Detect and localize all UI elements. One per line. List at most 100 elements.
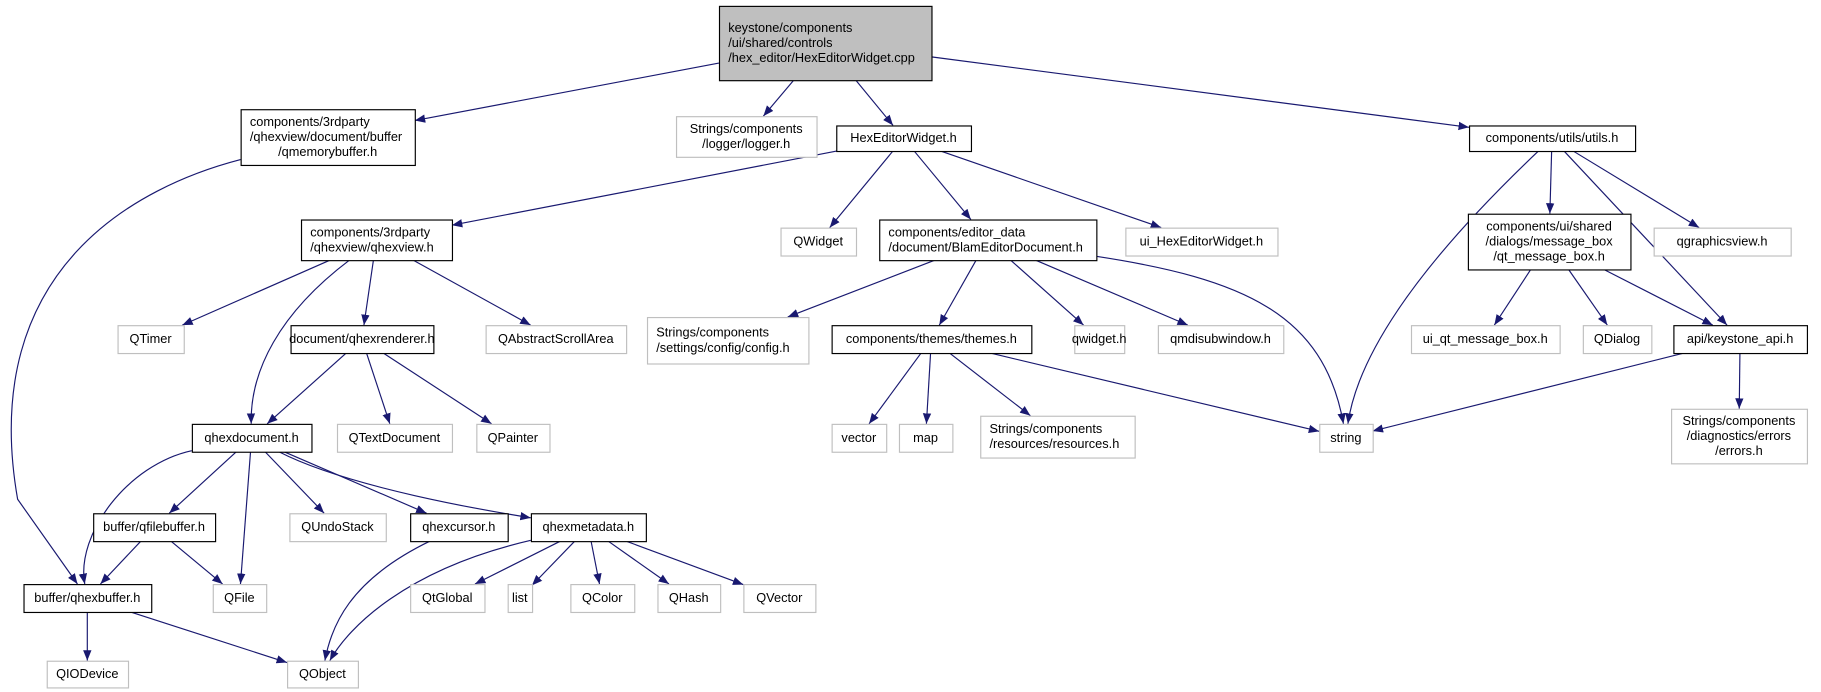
node-hexeditorwidget_h[interactable]: HexEditorWidget.h (836, 125, 973, 153)
node-label: /hex_editor/HexEditorWidget.cpp (728, 50, 915, 65)
node-label: components/utils/utils.h (1486, 130, 1619, 145)
node-ui_hew[interactable]: ui_HexEditorWidget.h (1125, 227, 1279, 257)
node-errors[interactable]: Strings/components/diagnostics/errors/er… (1671, 408, 1809, 465)
node-QHash[interactable]: QHash (657, 584, 722, 614)
node-config[interactable]: Strings/components/settings/config/confi… (646, 316, 810, 365)
node-map[interactable]: map (898, 423, 954, 453)
node-label: ui_HexEditorWidget.h (1140, 234, 1263, 249)
node-QObject[interactable]: QObject (287, 660, 359, 689)
node-QTextDocument[interactable]: QTextDocument (336, 423, 454, 453)
node-QWidget[interactable]: QWidget (780, 227, 858, 257)
node-box (675, 116, 818, 158)
node-QFile[interactable]: QFile (212, 584, 268, 614)
node-QAbstractScrollArea[interactable]: QAbstractScrollArea (485, 325, 628, 355)
node-box (646, 316, 810, 365)
node-list[interactable]: list (507, 584, 534, 614)
edge-utils-to-string (1345, 150, 1539, 424)
node-label: qmdisubwindow.h (1170, 331, 1271, 346)
node-qt_message_box[interactable]: components/ui/shared/dialogs/message_box… (1467, 213, 1632, 271)
node-label: qgraphicsview.h (1677, 234, 1768, 249)
node-qhexdocument[interactable]: qhexdocument.h (191, 423, 313, 453)
node-label: string (1330, 430, 1361, 445)
node-QtGlobal[interactable]: QtGlobal (410, 584, 486, 614)
node-label: Strings/components (989, 421, 1102, 436)
edge-themes-to-map (922, 352, 932, 424)
node-box (1157, 325, 1285, 355)
node-QDialog[interactable]: QDialog (1582, 325, 1653, 355)
node-label: ui_qt_message_box.h (1423, 331, 1548, 346)
node-label: list (512, 590, 528, 605)
edge-qhexcursor-to-QObject (322, 540, 431, 661)
node-label: /diagnostics/errors (1687, 428, 1791, 443)
node-label: vector (841, 430, 877, 445)
node-label: Strings/components (690, 121, 803, 136)
edge-qhexview-to-qhexrenderer (361, 259, 375, 326)
node-QIODevice[interactable]: QIODevice (46, 660, 130, 689)
node-resources[interactable]: Strings/components/resources/resources.h (980, 415, 1136, 459)
node-box (117, 325, 185, 355)
node-label: QWidget (793, 234, 843, 249)
node-QColor[interactable]: QColor (570, 584, 636, 614)
edge-keystone_api-to-errors (1735, 352, 1744, 409)
node-box (300, 219, 454, 262)
edge-qhexview-to-qhexdocument (246, 259, 350, 424)
node-label: QDialog (1594, 331, 1640, 346)
node-QUndoStack[interactable]: QUndoStack (289, 513, 387, 543)
node-QPainter[interactable]: QPainter (476, 423, 551, 453)
node-label: /errors.h (1715, 443, 1763, 458)
edge-qhexdocument-to-QFile (237, 451, 252, 585)
node-box (212, 584, 268, 614)
node-box (336, 423, 454, 453)
node-string[interactable]: string (1319, 423, 1374, 453)
node-vector[interactable]: vector (831, 423, 888, 453)
node-box (836, 125, 973, 153)
node-box (1671, 408, 1809, 465)
node-qwidget_h[interactable]: qwidget.h (1072, 325, 1127, 355)
node-label: qhexdocument.h (204, 430, 298, 445)
node-qhexcursor[interactable]: qhexcursor.h (410, 513, 509, 543)
edge-root-to-hexeditorwidget_h (855, 79, 894, 126)
node-label: /dialogs/message_box (1486, 234, 1614, 249)
node-qmdisubwindow[interactable]: qmdisubwindow.h (1157, 325, 1285, 355)
node-logger[interactable]: Strings/components/logger/logger.h (675, 116, 818, 158)
node-qhexmetadata[interactable]: qhexmetadata.h (530, 513, 647, 543)
node-label: /resources/resources.h (989, 436, 1119, 451)
node-utils[interactable]: components/utils/utils.h (1468, 125, 1637, 153)
edge-themes-to-resources (949, 352, 1031, 417)
node-QTimer[interactable]: QTimer (117, 325, 185, 355)
node-QVector[interactable]: QVector (743, 584, 817, 614)
node-qhexview[interactable]: components/3rdparty/qhexview/qhexview.h (300, 219, 454, 262)
edge-qhexdocument-to-qfilebuffer (168, 451, 237, 514)
node-qgraphicsview[interactable]: qgraphicsview.h (1653, 227, 1792, 257)
node-keystone_api[interactable]: api/keystone_api.h (1673, 325, 1809, 355)
node-label: QPainter (488, 430, 539, 445)
edge-qhexmetadata-to-QObject (329, 539, 531, 661)
node-themes[interactable]: components/themes/themes.h (831, 325, 1033, 355)
node-box (1653, 227, 1792, 257)
node-box (879, 219, 1098, 262)
edge-qfilebuffer-to-qhexbuffer (100, 540, 142, 585)
node-box (1319, 423, 1374, 453)
node-label: /qhexview/qhexview.h (310, 239, 433, 254)
node-box (289, 513, 387, 543)
node-qhexbuffer[interactable]: buffer/qhexbuffer.h (23, 584, 153, 614)
node-ui_qt_message_box[interactable]: ui_qt_message_box.h (1410, 325, 1561, 355)
edge-blam-to-qmdisubwindow (1035, 259, 1189, 326)
node-qhexrenderer[interactable]: document/qhexrenderer.h (289, 325, 435, 355)
node-blam[interactable]: components/editor_data/document/BlamEdit… (879, 219, 1098, 262)
node-box (1467, 213, 1632, 271)
node-box (657, 584, 722, 614)
node-qmemorybuffer[interactable]: components/3rdparty/qhexview/document/bu… (240, 109, 416, 167)
node-label: components/editor_data (888, 224, 1026, 239)
node-qfilebuffer[interactable]: buffer/qfilebuffer.h (93, 513, 217, 543)
node-box (476, 423, 551, 453)
edge-qhexrenderer-to-QTextDocument (365, 352, 391, 424)
node-box (570, 584, 636, 614)
edge-qhexbuffer-to-QObject (130, 611, 288, 664)
node-root[interactable]: keystone/components/ui/shared/controls/h… (718, 5, 933, 82)
edge-qhexrenderer-to-QPainter (382, 352, 492, 425)
edge-hexeditorwidget_h-to-blam (913, 150, 972, 220)
edge-blam-to-themes (938, 259, 977, 326)
edge-hexeditorwidget_h-to-QWidget (829, 150, 894, 228)
edge-qhexrenderer-to-qhexdocument (266, 352, 347, 425)
